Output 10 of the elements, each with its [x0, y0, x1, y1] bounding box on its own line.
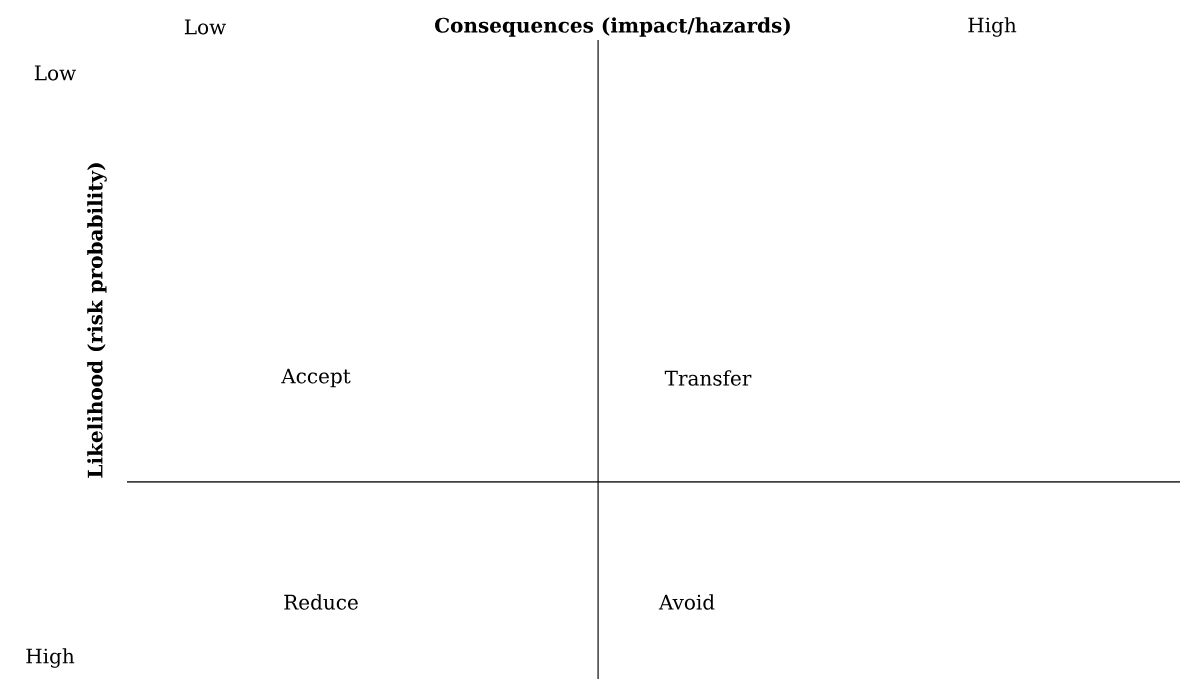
axis-end-label: High	[968, 17, 1017, 37]
axis-end-label: High	[26, 648, 75, 668]
quadrant-label: Avoid	[658, 594, 715, 610]
quadrant-label: Reduce	[284, 594, 358, 610]
axis-end-label: Low	[34, 65, 76, 81]
quadrant-label: Accept	[281, 368, 351, 388]
axis-title: Likelihood (risk probability)	[87, 163, 107, 478]
axis-title: Consequences (impact/hazards)	[435, 17, 790, 37]
quadrant-label: Transfer	[664, 370, 752, 386]
axis-end-label: Low	[184, 19, 226, 35]
